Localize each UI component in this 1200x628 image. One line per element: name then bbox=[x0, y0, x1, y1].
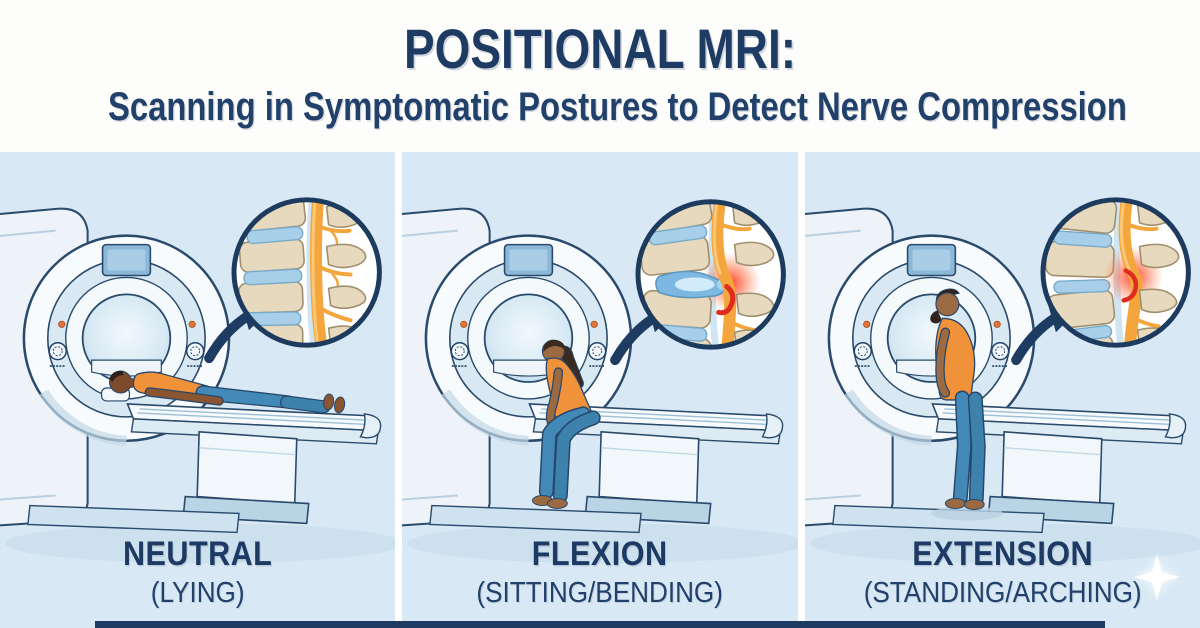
disc-bulge-nerve-compression-inset bbox=[638, 189, 783, 369]
healthy-spine-inset bbox=[234, 193, 379, 354]
panel-neutral: NEUTRAL (LYING) bbox=[0, 152, 396, 628]
page-subtitle: Scanning in Symptomatic Postures to Dete… bbox=[108, 85, 1127, 129]
page-title: POSITIONAL MRI: bbox=[403, 17, 797, 80]
sparkle-icon bbox=[1133, 554, 1180, 600]
panel-flexion: FLEXION (SITTING/BENDING) bbox=[402, 152, 798, 628]
panel-extension: EXTENSION (STANDING/ARCHING) bbox=[804, 152, 1200, 628]
panel-row: NEUTRAL (LYING) FLEXION (SITTING/BENDING… bbox=[0, 152, 1200, 628]
header: POSITIONAL MRI: Scanning in Symptomatic … bbox=[0, 0, 1200, 146]
mri-scene-flexion bbox=[402, 152, 797, 628]
mri-scene-neutral bbox=[0, 152, 395, 628]
bottom-accent-bar bbox=[95, 621, 1105, 628]
pinched-nerve-extension-inset bbox=[1043, 193, 1188, 370]
